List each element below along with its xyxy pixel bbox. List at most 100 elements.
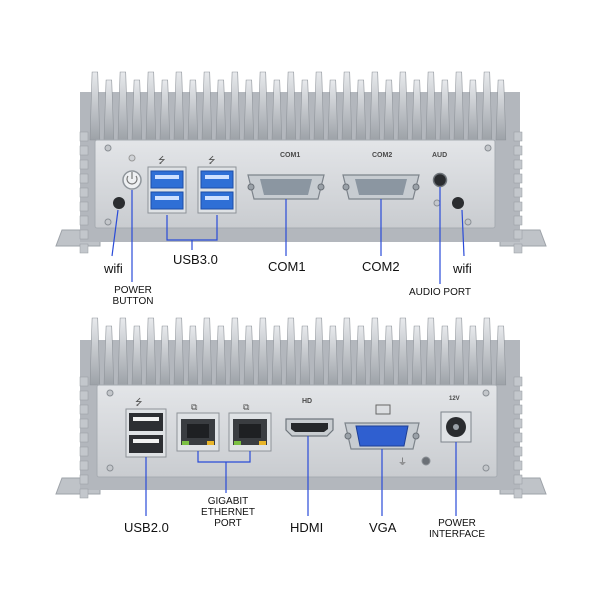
heatsink-fin (243, 325, 255, 386)
wifi-antenna-hole-left (113, 197, 125, 209)
side-fin (79, 229, 89, 240)
heatsink-fin (131, 325, 143, 386)
callout-com2: COM2 (362, 259, 400, 274)
wifi-antenna-hole-right (452, 197, 464, 209)
heatsink-fin (439, 325, 451, 386)
heatsink-fin (159, 79, 171, 141)
side-fin (79, 215, 89, 226)
heatsink-fin (131, 79, 143, 141)
side-fin (79, 390, 89, 401)
heatsink-fin (117, 317, 129, 386)
dc-power-jack (440, 411, 472, 443)
side-fin (513, 131, 523, 142)
callout-wifi-right: wifi (453, 261, 472, 276)
heatsink-fin (467, 79, 479, 141)
heatsink-fin (383, 79, 395, 141)
heatsink-fin (425, 317, 437, 386)
side-fin (513, 145, 523, 156)
side-fin (513, 215, 523, 226)
heatsink-fin (467, 325, 479, 386)
hdmi-port (285, 418, 334, 437)
callout-vga: VGA (369, 520, 397, 535)
heatsink-fin (285, 317, 297, 386)
screw (482, 389, 490, 397)
screw (464, 218, 472, 226)
com2-port-label: COM2 (372, 152, 393, 159)
callout-ethernet: GIGABIT ETHERNET PORT (201, 496, 255, 529)
heatsink-fin (299, 79, 311, 141)
aud-port-label: AUD (432, 152, 448, 159)
side-fin (513, 173, 523, 184)
side-fin (79, 173, 89, 184)
heatsink-fin (257, 71, 269, 141)
side-fin (79, 404, 89, 415)
side-fin (513, 201, 523, 212)
side-fin (513, 446, 523, 457)
screw (104, 218, 112, 226)
heatsink-fin (201, 317, 213, 386)
heatsink-fins (79, 71, 523, 254)
heatsink-fin (215, 79, 227, 141)
audio-jack (432, 172, 448, 188)
heatsink-fin (411, 79, 423, 141)
side-fin (513, 243, 523, 254)
heatsink-fin (173, 317, 185, 386)
heatsink-fin (341, 317, 353, 386)
heatsink-fin (397, 317, 409, 386)
callout-usb2: USB2.0 (124, 520, 169, 535)
screw (106, 464, 114, 472)
screw (433, 199, 441, 207)
heatsink-fin (187, 79, 199, 141)
side-fin (513, 229, 523, 240)
usb-icon: ⭍ (135, 397, 143, 408)
power-led (128, 154, 136, 162)
ground-screw (421, 456, 431, 466)
screw (482, 464, 490, 472)
side-fin (79, 474, 89, 485)
side-fin (79, 159, 89, 170)
side-fin (79, 243, 89, 254)
heatsink-fin (229, 71, 241, 141)
heatsink-fin (411, 325, 423, 386)
callout-power-button: POWER BUTTON (112, 285, 154, 307)
heatsink-fin (481, 317, 493, 386)
com2-port (342, 174, 420, 200)
heatsink-fin (271, 79, 283, 141)
ground-icon: ⏚ (398, 457, 407, 468)
side-fin (513, 376, 523, 387)
heatsink-fin (355, 79, 367, 141)
callout-power-interface: POWER INTERFACE (428, 518, 486, 540)
heatsink-fin (369, 71, 381, 141)
vga-port (344, 422, 420, 450)
side-fin (79, 145, 89, 156)
side-fin (79, 187, 89, 198)
heatsink-fin (103, 325, 115, 386)
heatsink-fin (299, 325, 311, 386)
heatsink-fin (425, 71, 437, 141)
ethernet-port-1 (176, 412, 220, 452)
side-fin (79, 201, 89, 212)
network-icon: ⧉ (243, 403, 250, 413)
heatsink-fin (103, 79, 115, 141)
side-fin (513, 418, 523, 429)
side-fin (513, 460, 523, 471)
com1-port-label: COM1 (280, 152, 301, 159)
heatsink-fin (229, 317, 241, 386)
side-fin (513, 432, 523, 443)
heatsink-fin (355, 325, 367, 386)
heatsink-fin (313, 71, 325, 141)
usb2-port-stack (125, 408, 167, 458)
heatsink-fin (271, 325, 283, 386)
heatsink-fin (89, 317, 101, 386)
power-button (122, 170, 142, 190)
side-fin (79, 446, 89, 457)
ethernet-port-2 (228, 412, 272, 452)
heatsink-fin (439, 79, 451, 141)
side-fin (513, 390, 523, 401)
screw (104, 144, 112, 152)
usb-icon: ⭍ (158, 155, 166, 166)
top-callout-lines (111, 187, 465, 284)
heatsink-fin (215, 325, 227, 386)
heatsink-fin (89, 71, 101, 141)
heatsink-fin (159, 325, 171, 386)
